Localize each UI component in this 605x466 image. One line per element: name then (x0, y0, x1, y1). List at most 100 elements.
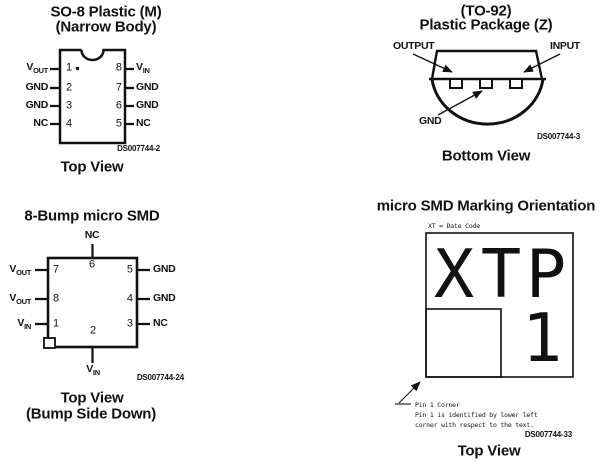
microsmd-pin7-label: VOUT (9, 264, 31, 277)
microsmd-pin4-number: 4 (126, 292, 133, 305)
to92-round-body-arc (430, 78, 545, 126)
microsmd-pin2-number: 2 (89, 324, 97, 337)
so8-pin4-label-base: NC (33, 116, 48, 129)
so8-pin8-number: 8 (115, 61, 122, 74)
microsmd-pin5-number: 5 (126, 263, 133, 276)
microsmd-pin6-label-base: NC (84, 228, 100, 241)
so8-caption: Top View (60, 158, 124, 176)
to92-package-outline (412, 49, 561, 126)
so8-pin5-number: 5 (115, 117, 122, 130)
microsmd-pin8-label-base: V (9, 291, 17, 304)
so8-pin2-number: 2 (66, 81, 73, 94)
so8-pin4-label: NC (33, 118, 48, 131)
so8-pin6-label: GND (136, 98, 159, 113)
microsmd-pin7-label-base: V (9, 262, 17, 275)
so8-pin1-label-base: V (26, 60, 34, 73)
microsmd-pin8-number: 8 (53, 292, 60, 305)
microsmd-pin-stubs (35, 244, 150, 363)
microsmd-pin1-number: 1 (53, 317, 60, 330)
so8-pin3-number: 3 (66, 99, 73, 112)
to92-input-arrow (523, 53, 561, 73)
microsmd-pin1-corner-marker (43, 337, 56, 349)
marking-orientation-drawing: X T P 1 (395, 232, 574, 405)
microsmd-caption-line1: Top View (60, 389, 124, 407)
so8-pin2-label-base: GND (25, 80, 49, 93)
microsmd-pin2-label-base: V (86, 362, 93, 375)
microsmd-pin5-label-base: GND (153, 262, 176, 275)
microsmd-pin1-label-base: V (17, 316, 25, 329)
so8-pin8-label-base: V (136, 60, 143, 73)
so8-pin1-label-sub: OUT (33, 65, 48, 75)
microsmd-pin2-label: VIN (86, 364, 100, 377)
marking-digit: 1 (522, 299, 562, 377)
marking-pin1-inner-box (425, 308, 502, 378)
microsmd-caption-line2: (Bump Side Down) (25, 405, 157, 423)
microsmd-pin1-label-sub: IN (24, 321, 31, 331)
to92-doc-ref: DS007744-3 (537, 132, 580, 141)
marking-pin1-corner-arrow (398, 381, 421, 404)
to92-title-line1: (TO-92) (460, 2, 512, 20)
microsmd-pin1-label: VIN (17, 318, 31, 331)
so8-pin7-label: GND (136, 80, 159, 95)
marking-note-line3: corner with respect to the text. (415, 420, 534, 429)
marking-caption: Top View (457, 442, 521, 460)
so8-pin5-label-base: NC (136, 116, 151, 129)
so8-title-line1: SO-8 Plastic (M) (50, 3, 162, 21)
marking-letter-x: X (434, 235, 474, 313)
to92-flat-top (430, 49, 544, 80)
so8-pin5-label: NC (136, 118, 151, 131)
microsmd-pin3-label-base: NC (153, 316, 168, 329)
so8-pin7-label-base: GND (136, 80, 159, 93)
microsmd-pin3-label: NC (153, 318, 168, 331)
so8-pin7-number: 7 (115, 81, 122, 94)
so8-pin1-dot-icon (75, 66, 80, 71)
microsmd-pin6-number: 6 (88, 258, 96, 271)
to92-gnd-arrow (437, 90, 483, 116)
microsmd-pin4-label: GND (153, 291, 176, 306)
to92-title-line2: Plastic Package (Z) (419, 16, 553, 34)
so8-title-line2: (Narrow Body) (55, 18, 157, 36)
microsmd-pin4-label-base: GND (153, 291, 176, 304)
marking-note-line2: Pin 1 is identified by lower left (415, 410, 538, 419)
to92-input-label: INPUT (550, 39, 581, 52)
microsmd-pin6-label: NC (85, 230, 100, 243)
to92-output-arrow (412, 53, 453, 73)
marking-letter-t: T (481, 235, 521, 313)
so8-body (58, 48, 127, 145)
so8-pin3-label: GND (25, 98, 49, 113)
so8-pin2-label: GND (25, 80, 49, 95)
so8-pin3-label-base: GND (25, 98, 49, 111)
microsmd-pin8-label-sub: OUT (16, 296, 31, 306)
so8-pin8-label: VIN (136, 62, 150, 75)
marking-note-line1: Pin 1 Corner (415, 400, 460, 409)
to92-output-label: OUTPUT (393, 39, 435, 52)
to92-gnd-lead (479, 78, 493, 89)
microsmd-pin5-label: GND (153, 262, 176, 277)
microsmd-title: 8-Bump micro SMD (24, 207, 160, 225)
marking-date-code-note: XT = Date Code (428, 221, 480, 230)
to92-gnd-label: GND (419, 114, 442, 127)
microsmd-pin8-label: VOUT (9, 293, 31, 306)
to92-input-lead (509, 78, 523, 89)
microsmd-package-outline (35, 244, 150, 363)
microsmd-pin7-label-sub: OUT (16, 267, 31, 277)
so8-doc-ref: DS007744-2 (117, 144, 160, 153)
to92-caption: Bottom View (441, 147, 531, 165)
so8-pin-stubs (50, 67, 134, 126)
so8-pin1-label: VOUT (26, 62, 48, 75)
microsmd-doc-ref: DS007744-24 (136, 373, 184, 382)
marking-doc-ref: DS007744-33 (524, 430, 572, 439)
so8-pin8-label-sub: IN (142, 65, 150, 75)
so8-pin6-number: 6 (115, 99, 122, 112)
microsmd-pin2-label-sub: IN (92, 367, 100, 377)
marking-letter-p: P (526, 235, 566, 313)
so8-pin1-number: 1 (66, 61, 73, 74)
so8-pin6-label-base: GND (136, 98, 159, 111)
to92-output-lead (449, 78, 463, 89)
microsmd-pin3-number: 3 (126, 317, 133, 330)
microsmd-pin7-number: 7 (53, 263, 60, 276)
so8-pin4-number: 4 (66, 117, 73, 130)
marking-title: micro SMD Marking Orientation (376, 197, 596, 215)
